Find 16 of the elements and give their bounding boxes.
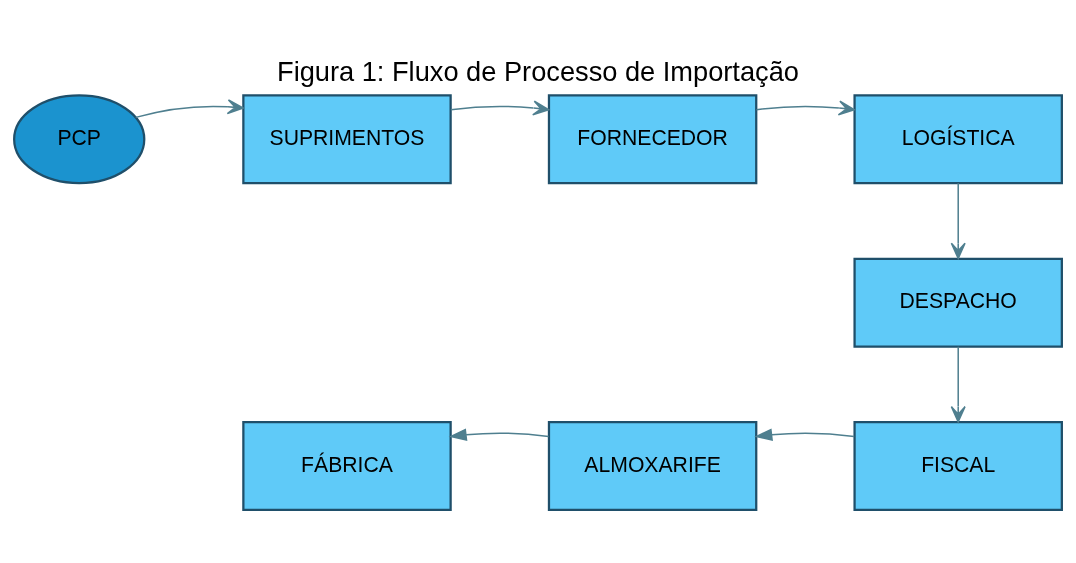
node-box: SUPRIMENTOS [242, 94, 452, 185]
node-box: LOGÍSTICA [853, 94, 1063, 185]
arrow [134, 99, 244, 119]
node-box: DESPACHO [853, 257, 1063, 348]
diagram-title: Figura 1: Fluxo de Processo de Importação [277, 55, 799, 87]
arrow [448, 428, 550, 441]
arrow [950, 182, 966, 260]
node-box: FORNECEDOR [547, 94, 758, 185]
arrow [450, 100, 550, 116]
arrow [755, 100, 855, 116]
node-box: FÁBRICA [242, 421, 452, 512]
node-box: ALMOXARIFE [547, 421, 758, 512]
node-ellipse: PCP [13, 94, 146, 185]
arrow [754, 428, 855, 441]
arrow [950, 346, 966, 423]
node-box: FISCAL [853, 421, 1063, 512]
